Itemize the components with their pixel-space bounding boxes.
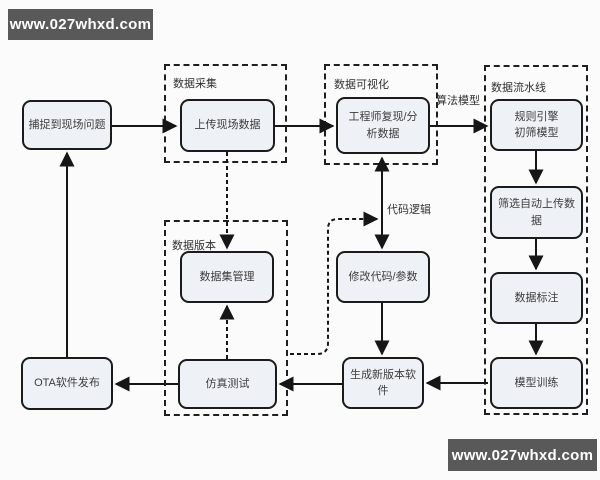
group-label-data-visualization: 数据可视化: [334, 79, 389, 91]
edge-label-code-logic: 代码逻辑: [387, 204, 431, 216]
group-data-pipeline: [484, 65, 588, 415]
node-generate-new-version: 生成新版本软 件: [342, 357, 424, 409]
node-data-annotation: 数据标注: [490, 272, 583, 324]
node-upload-data: 上传现场数据: [180, 99, 275, 152]
node-dataset-management: 数据集管理: [180, 251, 274, 303]
group-label-data-collection: 数据采集: [173, 78, 217, 90]
node-simulation-test: 仿真测试: [178, 359, 277, 409]
dashed-connector-version-to-code-logic: [290, 211, 379, 355]
node-engineer-analyze: 工程师复现/分 析数据: [336, 97, 430, 154]
group-data-version: [164, 220, 288, 416]
node-rule-engine: 规则引擎 初筛模型: [490, 99, 583, 151]
group-data-collection: [164, 64, 287, 163]
node-capture-issue: 捕捉到现场问题: [22, 100, 112, 150]
watermark-top-left: www.027whxd.com: [8, 9, 153, 40]
group-label-data-version: 数据版本: [172, 240, 216, 252]
node-model-training: 模型训练: [490, 357, 583, 409]
node-modify-code: 修改代码/参数: [336, 251, 430, 303]
node-filter-upload: 筛选自动上传数 据: [490, 186, 583, 239]
group-label-data-pipeline: 数据流水线: [491, 82, 546, 94]
node-ota-release: OTA软件发布: [21, 357, 113, 410]
edge-label-algorithm-model: 算法模型: [436, 95, 480, 107]
watermark-bottom-right: www.027whxd.com: [448, 439, 597, 471]
